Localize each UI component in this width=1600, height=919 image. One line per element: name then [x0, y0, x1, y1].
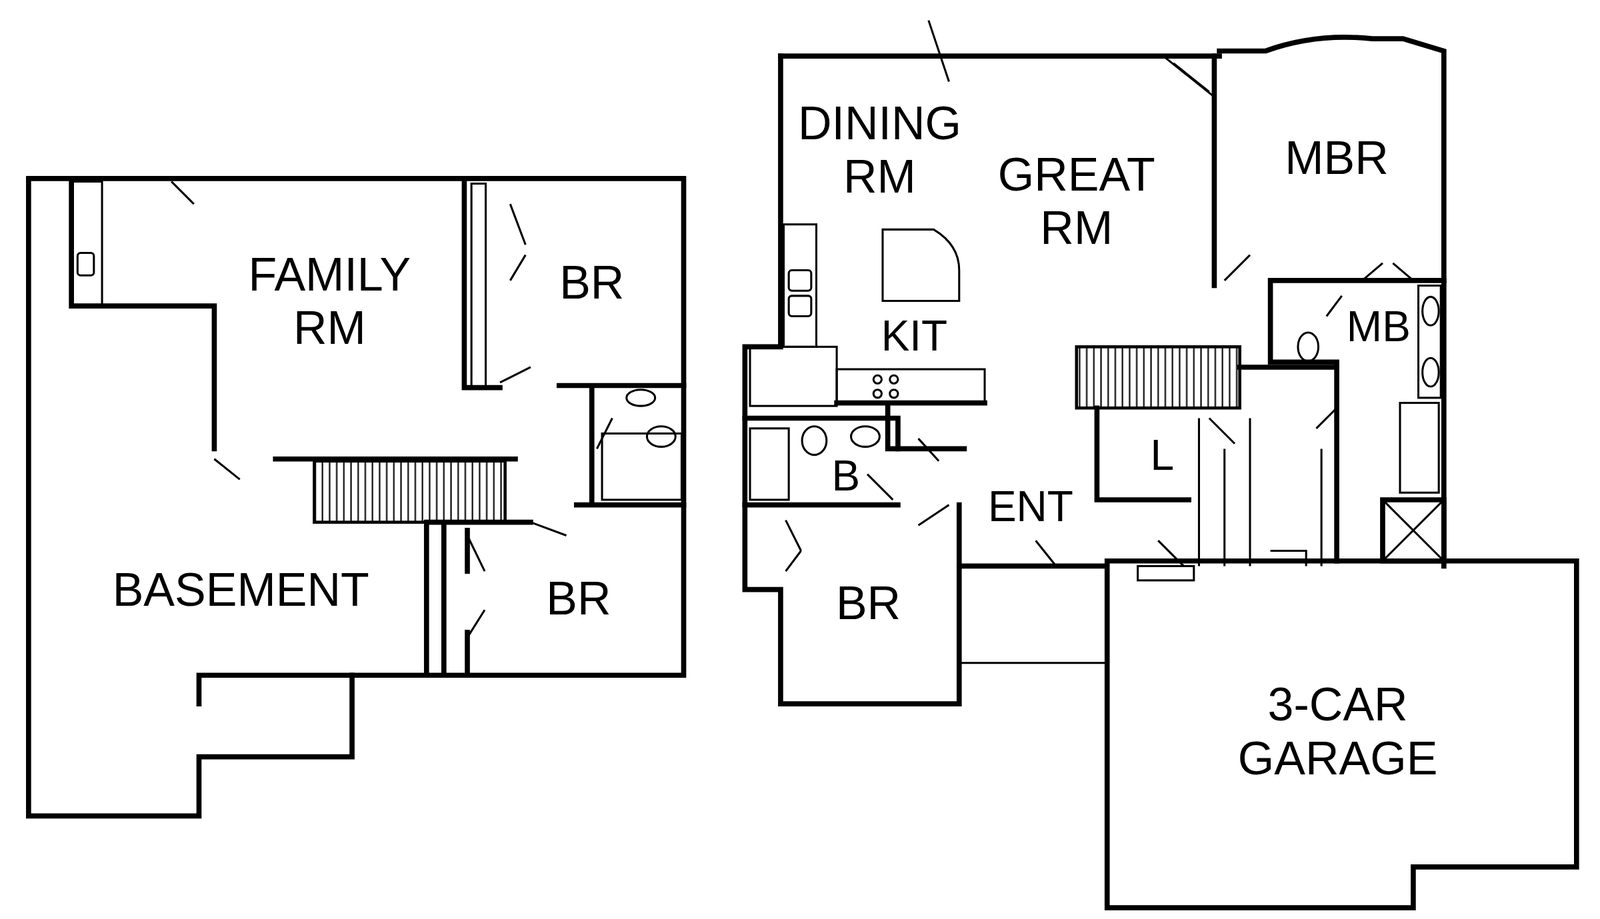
- room-label: L: [1150, 431, 1175, 481]
- room-label: MBR: [1284, 131, 1389, 186]
- room-label: B: [832, 452, 861, 502]
- room-label: DINING RM: [779, 96, 980, 204]
- room-label: FAMILY RM: [229, 247, 430, 355]
- room-label: ENT: [988, 482, 1074, 532]
- room-label: GREAT RM: [976, 147, 1177, 255]
- room-label: BASEMENT: [112, 562, 370, 617]
- room-label: 3-CAR GARAGE: [1228, 678, 1448, 786]
- room-label: BR: [546, 572, 611, 626]
- room-label: BR: [559, 256, 624, 310]
- room-label: BR: [836, 576, 901, 630]
- room-label: MB: [1346, 303, 1411, 353]
- room-label: KIT: [881, 312, 948, 362]
